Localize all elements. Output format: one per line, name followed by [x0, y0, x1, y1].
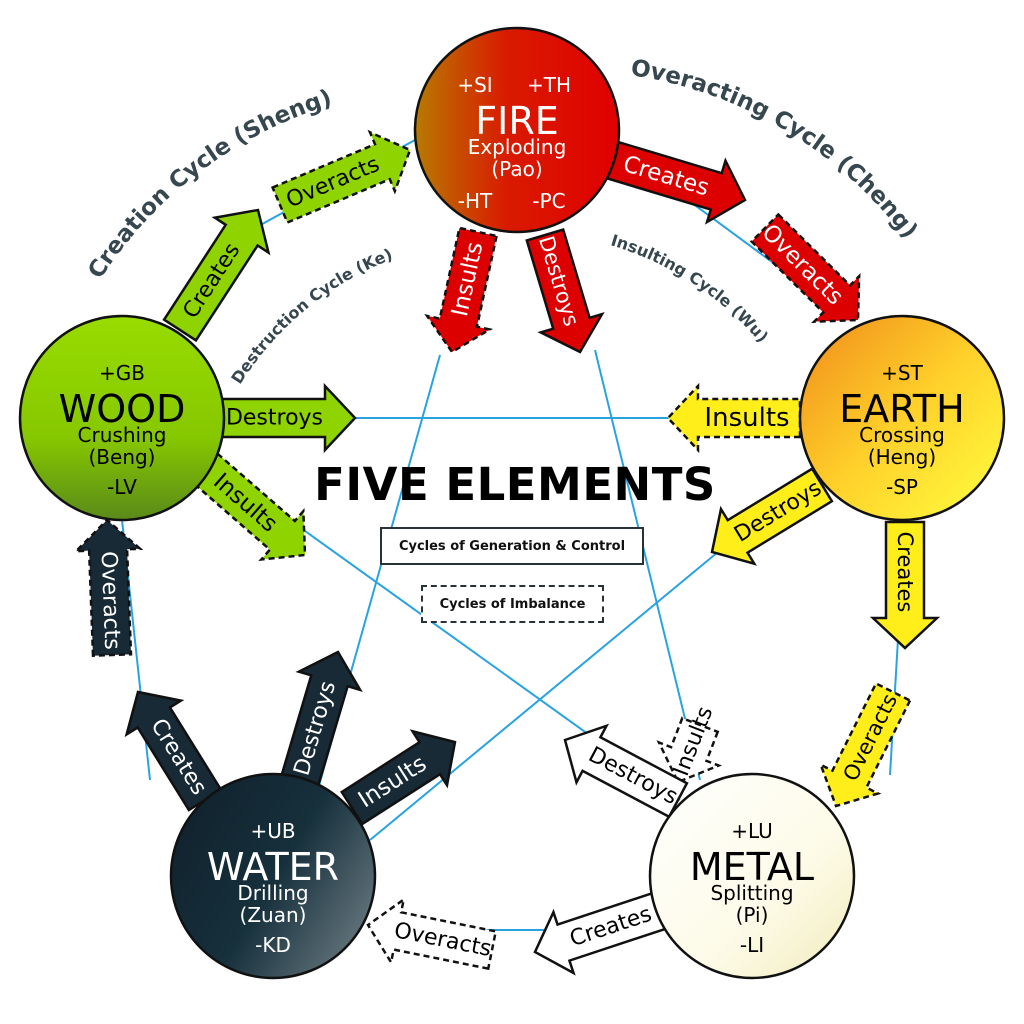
overacts-arrow-label: Overacts — [96, 551, 125, 650]
insults-arrow: Insults — [340, 729, 457, 826]
wood-subtitle-1: Crushing — [78, 423, 167, 447]
fire-subtitle-1: Exploding — [468, 135, 567, 159]
water-bottom-label: -KD — [255, 933, 291, 957]
insults-arrow: Insults — [424, 226, 499, 354]
fire-bottom-left-label: -HT — [458, 189, 493, 213]
overacts-arrow: Overacts — [270, 129, 412, 225]
connection-line — [594, 349, 701, 781]
earth-subtitle-1: Crossing — [859, 423, 945, 447]
earth-subtitle-2: (Heng) — [868, 445, 936, 469]
wood-bottom-label: -LV — [107, 475, 137, 499]
metal-name: METAL — [690, 845, 814, 889]
water-circle — [169, 772, 377, 980]
earth-top-label: +ST — [881, 361, 923, 385]
destroys-arrow-label: Destroys — [226, 406, 323, 431]
fire-bottom-right-label: -PC — [532, 189, 565, 213]
overacting-cycle-title: Overacting Cycle (Cheng) — [629, 55, 922, 243]
earth-circle — [798, 314, 1006, 522]
metal-top-label: +LU — [731, 819, 773, 843]
water-name: WATER — [207, 845, 339, 889]
wood-subtitle-2: (Beng) — [88, 445, 155, 469]
destroys-arrow: Destroys — [218, 382, 357, 454]
earth-bottom-label: -SP — [886, 475, 918, 499]
metal-circle — [648, 772, 856, 980]
insults-arrow: Insults — [666, 382, 802, 454]
fire-top-left-label: +SI — [457, 73, 492, 97]
fire-circle — [413, 26, 621, 234]
overacts-arrow: Overacts — [73, 518, 144, 657]
wood-circle — [18, 314, 226, 522]
water-subtitle-1: Drilling — [237, 881, 308, 905]
destruction-cycle-title: Destruction Cycle (Ke) — [227, 245, 395, 388]
destroys-arrow: Destroys — [525, 227, 605, 354]
fire-top-right-label: +TH — [527, 73, 571, 97]
wood-top-label: +GB — [99, 361, 145, 385]
main-title: FIVE ELEMENTS — [314, 458, 716, 511]
creates-arrow-label: Creates — [893, 532, 917, 613]
wood-name: WOOD — [59, 387, 186, 431]
creates-arrow: Creates — [604, 140, 747, 225]
water-top-label: +UB — [250, 819, 295, 843]
water-subtitle-2: (Zuan) — [240, 903, 307, 927]
overacts-arrow: Overacts — [749, 212, 861, 324]
insults-arrow-label: Insults — [704, 403, 789, 433]
fire-name: FIRE — [475, 99, 558, 143]
metal-subtitle-1: Splitting — [710, 881, 793, 905]
creates-arrow: Creates — [869, 520, 941, 650]
overacts-arrow-label: Overacts — [756, 219, 848, 310]
element-nodes: +SI+THFIREExploding(Pao)-HT-PC+STEARTHCr… — [18, 26, 1006, 980]
overacts-arrow: Overacts — [366, 896, 498, 971]
metal-bottom-label: -LI — [740, 933, 764, 957]
metal-subtitle-2: (Pi) — [736, 903, 769, 927]
fire-subtitle-2: (Pao) — [491, 157, 542, 181]
earth-name: EARTH — [839, 387, 964, 431]
insulting-cycle-title: Insulting Cycle (Wu) — [609, 231, 772, 346]
creates-arrow: Creates — [162, 208, 271, 343]
creates-arrow: Creates — [533, 890, 670, 976]
overacts-arrow: Overacts — [818, 681, 912, 808]
legend-dashed-imbalance: Cycles of Imbalance — [421, 585, 604, 623]
legend-solid-generation-control: Cycles of Generation & Control — [380, 527, 644, 565]
